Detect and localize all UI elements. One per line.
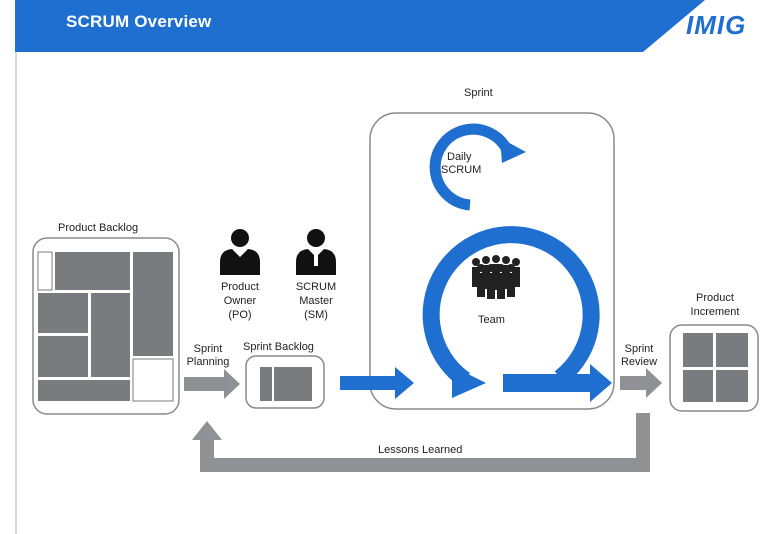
daily-scrum-label-line1: Daily (447, 151, 472, 163)
product-backlog-label: Product Backlog (58, 222, 139, 234)
product-owner-label-line2: Owner (223, 295, 257, 307)
product-increment-label-line2: Increment (690, 306, 740, 318)
sprint-review-label-line1: Sprint (624, 343, 654, 355)
sprint-planning-label-line2: Planning (186, 356, 230, 368)
person-silhouette-icon (220, 229, 260, 275)
product-increment-blocks (683, 333, 748, 402)
imig-logo: IMIG (686, 10, 747, 40)
person-silhouette-icon (296, 229, 336, 275)
gray-arrows (184, 368, 662, 472)
product-increment-label-line1: Product (696, 292, 734, 304)
lessons-learned-label: Lessons Learned (378, 444, 463, 456)
sprint-backlog-blocks (260, 367, 312, 401)
slide-frame-line (15, 0, 17, 534)
scrum-master-label-line2: Master (299, 295, 333, 307)
team-group-icon (472, 255, 520, 299)
daily-scrum-label-line2: SCRUM (441, 164, 482, 176)
sprint-backlog-label: Sprint Backlog (243, 341, 314, 353)
team-label: Team (478, 314, 505, 326)
sprint-review-label-line2: Review (620, 356, 658, 368)
product-owner-label-line1: Product (221, 281, 259, 293)
page-title: SCRUM Overview (66, 12, 212, 31)
scrum-master-label-line1: SCRUM (295, 281, 337, 293)
sprint-planning-label-line1: Sprint (193, 343, 223, 355)
sprint-label: Sprint (464, 87, 493, 99)
scrum-master-label-line3: (SM) (304, 309, 328, 321)
product-owner-label-line3: (PO) (228, 309, 252, 321)
blue-flow (340, 123, 612, 402)
product-backlog-blocks (37, 251, 174, 402)
